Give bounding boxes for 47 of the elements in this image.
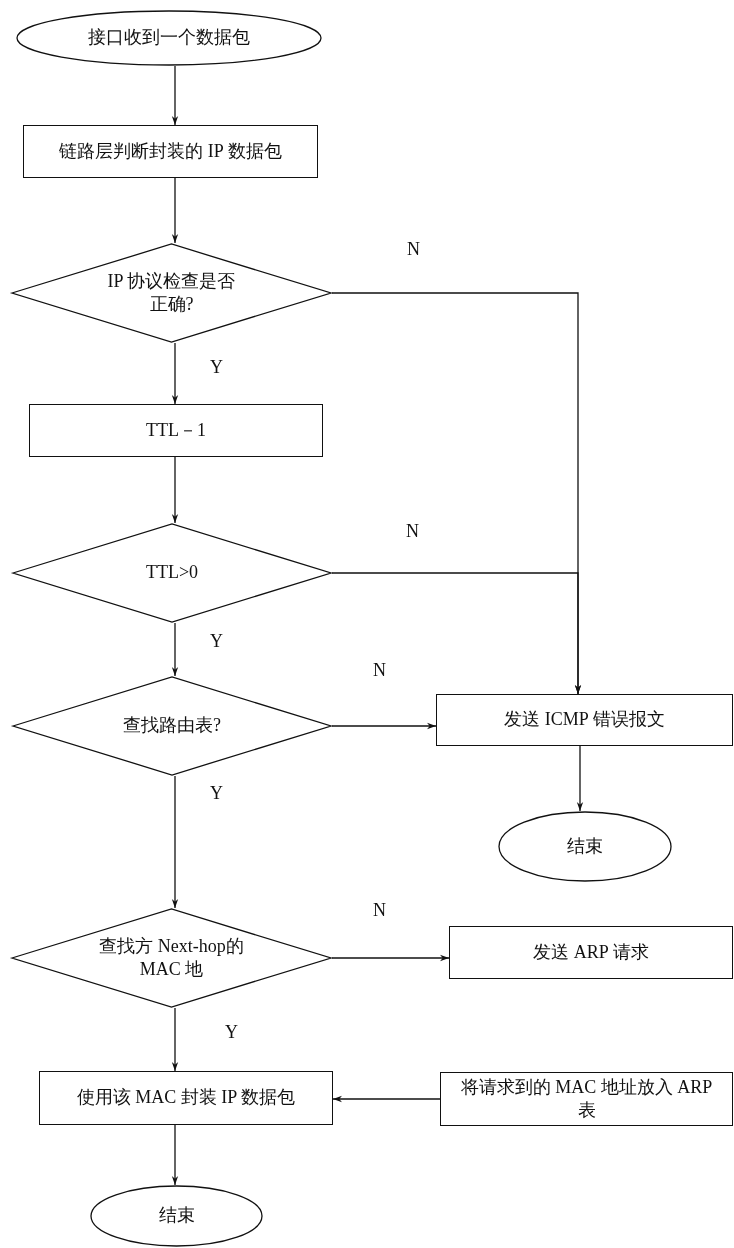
terminal-ellipse xyxy=(16,10,322,66)
node-text: TTL>0 xyxy=(145,561,199,585)
node-text: 使用该 MAC 封装 IP 数据包 xyxy=(76,1086,296,1110)
process-box xyxy=(29,404,323,457)
arrow xyxy=(171,342,179,405)
process-box xyxy=(440,1072,733,1126)
arrow xyxy=(171,1007,179,1072)
decision-diamond xyxy=(12,523,332,623)
node-text: 发送 ARP 请求 xyxy=(533,940,649,964)
arrow xyxy=(171,1124,179,1186)
decision-diamond xyxy=(12,676,332,776)
process-box xyxy=(449,926,733,979)
node-text: 查找方 Next-hop的 MAC 地 xyxy=(98,934,245,981)
node-text: 结束 xyxy=(158,1204,195,1228)
arrow xyxy=(171,65,179,126)
arrow xyxy=(171,775,179,909)
arrow xyxy=(332,1095,441,1103)
arrow xyxy=(331,722,437,730)
process-box xyxy=(39,1071,333,1125)
arrow xyxy=(171,177,179,244)
arrow xyxy=(331,572,582,695)
process-box xyxy=(23,125,318,178)
node-text: 接口收到一个数据包 xyxy=(88,26,250,50)
edge-label: N xyxy=(373,900,386,921)
arrow xyxy=(171,456,179,524)
arrow xyxy=(331,954,450,962)
node-text: 结束 xyxy=(567,834,603,858)
decision-diamond xyxy=(11,243,332,343)
edge-label: N xyxy=(407,239,420,260)
node-text: 查找路由表? xyxy=(123,714,221,738)
node-text: 将请求到的 MAC 地址放入 ARP 表 xyxy=(459,1075,714,1122)
edge-label: N xyxy=(373,660,386,681)
decision-diamond xyxy=(11,908,332,1008)
edge-label: Y xyxy=(210,357,223,378)
edge-label: Y xyxy=(210,631,223,652)
edge-label: Y xyxy=(210,783,223,804)
terminal-ellipse xyxy=(498,811,672,882)
node-text: IP 协议检查是否正确? xyxy=(106,269,237,316)
node-text: 发送 ICMP 错误报文 xyxy=(504,708,665,732)
process-box xyxy=(436,694,733,746)
arrow xyxy=(171,622,179,677)
arrow xyxy=(576,745,584,812)
node-text: 链路层判断封装的 IP 数据包 xyxy=(59,139,282,163)
terminal-ellipse xyxy=(90,1185,263,1247)
edge-label: Y xyxy=(225,1022,238,1043)
edge-label: N xyxy=(406,521,419,542)
node-text: TTL－1 xyxy=(146,418,206,442)
